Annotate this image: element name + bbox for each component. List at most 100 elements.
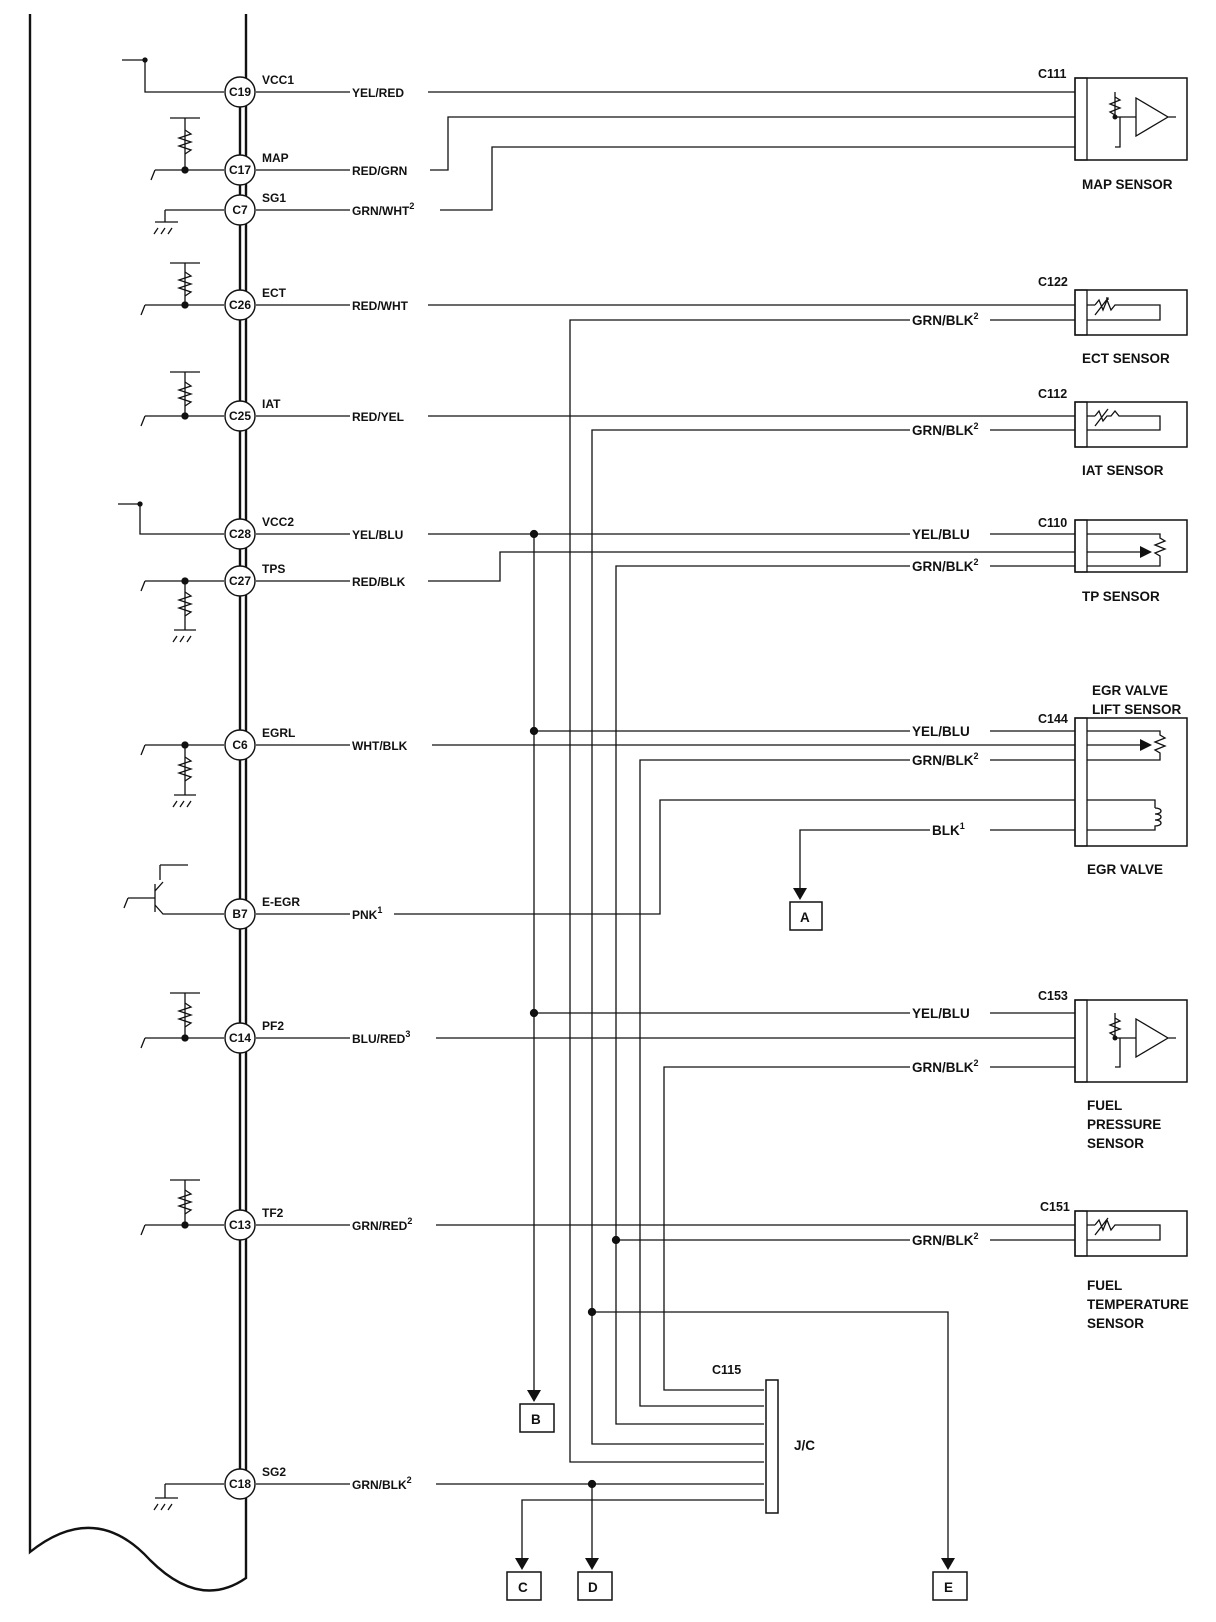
- pin-circle: [224, 154, 256, 186]
- fuel-temp-connector: C151: [1040, 1200, 1070, 1214]
- pin-circle: [224, 194, 256, 226]
- pin-circle: [224, 1209, 256, 1241]
- svg-text:B: B: [531, 1412, 541, 1427]
- tp-sensor-label: TP SENSOR: [1082, 589, 1160, 604]
- fuel-pressure-connector: C153: [1038, 989, 1068, 1003]
- svg-text:C: C: [518, 1580, 528, 1595]
- junction-label: J/C: [794, 1438, 815, 1453]
- iat-sensor: [1074, 401, 1188, 448]
- pin-wire-color: WHT/BLK: [352, 739, 408, 753]
- pin-circle: [224, 565, 256, 597]
- pin-id: C26: [229, 298, 251, 312]
- ref-terminal-d: D: [577, 1571, 613, 1601]
- pin-id: C19: [229, 85, 251, 99]
- pin-signal-name: TPS: [262, 562, 285, 576]
- fuel-temp-label-3: SENSOR: [1087, 1316, 1144, 1331]
- pin-id: C18: [229, 1477, 251, 1491]
- svg-text:E: E: [944, 1580, 953, 1595]
- pin-signal-name: IAT: [262, 397, 281, 411]
- pin-id: C7: [232, 203, 248, 217]
- tp-sensor: [1074, 519, 1188, 573]
- fuel-temp-label-1: FUEL: [1087, 1278, 1122, 1293]
- sensor-wire-label: YEL/BLU: [912, 527, 970, 542]
- pin-wire-color: YEL/BLU: [352, 528, 403, 542]
- egr-lift-sensor-connector: C144: [1038, 712, 1068, 726]
- ect-sensor-label: ECT SENSOR: [1082, 351, 1170, 366]
- ecm-outline: [28, 14, 248, 1592]
- sensor-wire-label: GRN/BLK2: [912, 1058, 979, 1075]
- sensor-wire-label: BLK1: [932, 821, 965, 838]
- egr-lift-sensor-label-2: LIFT SENSOR: [1092, 702, 1182, 717]
- ref-terminal-a: A: [789, 901, 823, 931]
- pin-id: B7: [232, 907, 248, 921]
- fuel-pressure-sensor: [1074, 999, 1188, 1083]
- map-sensor-connector: C111: [1038, 67, 1067, 81]
- pin-id: C14: [229, 1031, 251, 1045]
- fuel-temperature-sensor: [1074, 1210, 1188, 1257]
- ref-terminal-c: C: [506, 1571, 542, 1601]
- pin-circle: [224, 1468, 256, 1500]
- pin-circle: [224, 400, 256, 432]
- iat-sensor-connector: C112: [1038, 387, 1067, 401]
- pin-wire-color: GRN/WHT2: [352, 201, 414, 218]
- pin-wire-color: RED/YEL: [352, 410, 404, 424]
- pin-signal-name: PF2: [262, 1019, 284, 1033]
- pin-id: C17: [229, 163, 251, 177]
- arrowheads: [515, 888, 955, 1570]
- pin-wire-color: RED/BLK: [352, 575, 406, 589]
- egr-lift-sensor-label-1: EGR VALVE: [1092, 683, 1168, 698]
- pin-signal-name: E-EGR: [262, 895, 300, 909]
- sensor-wire-label: GRN/BLK2: [912, 311, 979, 328]
- ecm-pin-c17: C17 MAP RED/GRN: [224, 151, 407, 186]
- pin-signal-name: SG2: [262, 1465, 286, 1479]
- iat-sensor-label: IAT SENSOR: [1082, 463, 1164, 478]
- pin-wire-color: BLU/RED3: [352, 1029, 410, 1046]
- pin-wire-color: PNK1: [352, 905, 382, 922]
- map-sensor: [1074, 77, 1188, 161]
- pin-circle: [224, 289, 256, 321]
- svg-text:D: D: [588, 1580, 598, 1595]
- sensor-wire-label: GRN/BLK2: [912, 557, 979, 574]
- sensor-wire-label: YEL/BLU: [912, 1006, 970, 1021]
- sensor-wire-labels: GRN/BLK2GRN/BLK2YEL/BLUGRN/BLK2YEL/BLUGR…: [912, 311, 979, 1248]
- ref-terminal-e: E: [932, 1571, 968, 1601]
- sensor-wire-label: GRN/BLK2: [912, 421, 979, 438]
- fuel-temp-label-2: TEMPERATURE: [1087, 1297, 1189, 1312]
- pin-wire-color: RED/GRN: [352, 164, 407, 178]
- ecm-internal-circuits: [118, 57, 224, 1511]
- pin-id: C27: [229, 574, 251, 588]
- pin-id: C13: [229, 1218, 251, 1232]
- pin-circle: [224, 518, 256, 550]
- pin-signal-name: EGRL: [262, 726, 295, 740]
- pin-signal-name: SG1: [262, 191, 286, 205]
- ecm-pin-b7: B7 E-EGR PNK1: [224, 895, 382, 930]
- pin-signal-name: VCC2: [262, 515, 294, 529]
- ref-terminal-b: B: [519, 1403, 555, 1433]
- sensor-wire-label: GRN/BLK2: [912, 751, 979, 768]
- pin-wire-color: GRN/RED2: [352, 1216, 412, 1233]
- pin-signal-name: TF2: [262, 1206, 284, 1220]
- pin-id: C6: [232, 738, 248, 752]
- fuel-pressure-label-2: PRESSURE: [1087, 1117, 1161, 1132]
- egr-valve-lift-sensor: [1074, 717, 1188, 847]
- pin-signal-name: MAP: [262, 151, 289, 165]
- ect-sensor-connector: C122: [1038, 275, 1068, 289]
- ect-sensor: [1074, 289, 1188, 336]
- wires: [256, 91, 1075, 1560]
- map-sensor-label: MAP SENSOR: [1082, 177, 1173, 192]
- pin-id: C25: [229, 409, 251, 423]
- pin-signal-name: ECT: [262, 286, 287, 300]
- pin-wire-color: GRN/BLK2: [352, 1475, 412, 1492]
- sensor-wire-label: YEL/BLU: [912, 724, 970, 739]
- pin-wire-color: YEL/RED: [352, 86, 404, 100]
- pin-circle: [224, 898, 256, 930]
- svg-text:A: A: [800, 910, 810, 925]
- pin-circle: [224, 76, 256, 108]
